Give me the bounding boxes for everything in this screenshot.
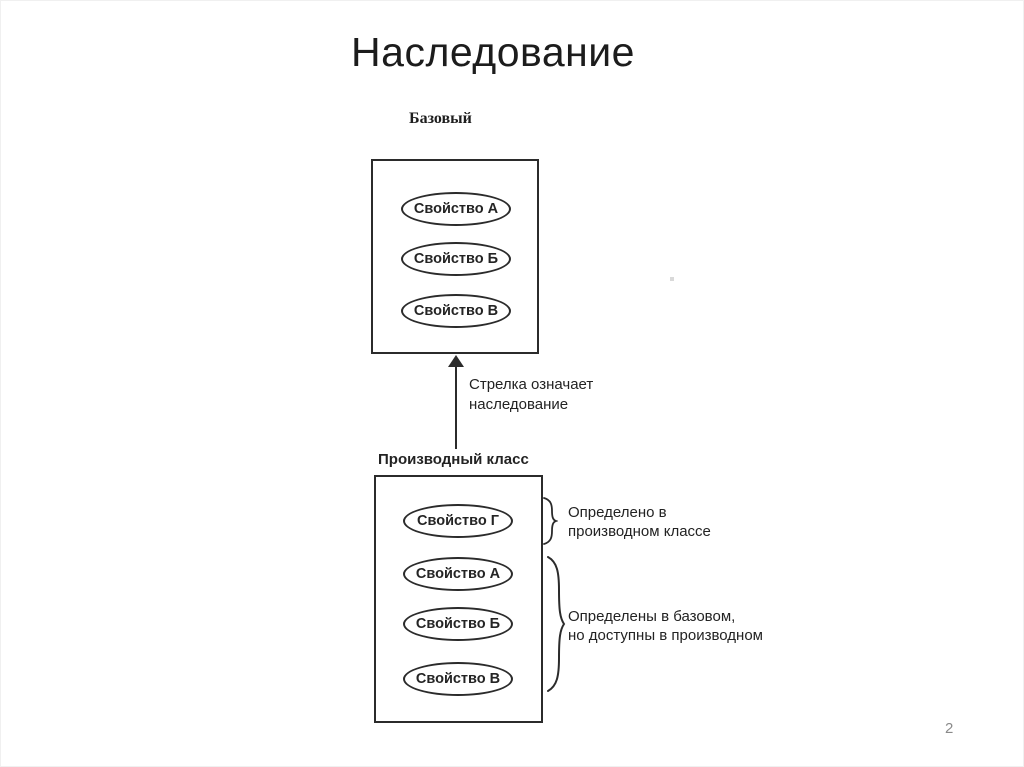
property-ellipse: Свойство Б bbox=[401, 242, 511, 276]
property-label: Свойство Б bbox=[415, 616, 501, 632]
annotation-base-defined: Определены в базовом, но доступны в прои… bbox=[568, 607, 763, 645]
page-title: Наследование bbox=[351, 29, 635, 75]
arrow-note-line2: наследование bbox=[469, 396, 569, 413]
annotation-line1: Определено в bbox=[568, 504, 667, 521]
property-label: Свойство В bbox=[413, 303, 499, 319]
scan-artifact-dot bbox=[670, 277, 674, 281]
derived-class-label: Производный класс bbox=[378, 451, 529, 468]
property-label: Свойство В bbox=[415, 671, 501, 687]
annotation-line2: но доступны в производном bbox=[568, 627, 763, 644]
property-ellipse: Свойство Г bbox=[403, 504, 513, 538]
property-label: Свойство А bbox=[415, 566, 501, 582]
property-ellipse: Свойство А bbox=[401, 192, 511, 226]
property-ellipse: Свойство В bbox=[401, 294, 511, 328]
base-class-label: Базовый bbox=[409, 110, 472, 127]
annotation-line1: Определены в базовом, bbox=[568, 608, 736, 625]
property-label: Свойство Г bbox=[417, 513, 499, 529]
property-label: Свойство Б bbox=[413, 251, 499, 267]
property-label: Свойство А bbox=[413, 201, 499, 217]
arrow-note-line1: Стрелка означает bbox=[469, 376, 594, 393]
inheritance-arrow-line bbox=[455, 365, 457, 449]
annotation-derived-defined: Определено в производном классе bbox=[568, 503, 711, 541]
inheritance-arrow-head-icon bbox=[448, 355, 464, 367]
brace-large-icon bbox=[547, 556, 566, 692]
annotation-line2: производном классе bbox=[568, 523, 711, 540]
arrow-note: Стрелка означает наследование bbox=[469, 375, 593, 415]
property-ellipse: Свойство Б bbox=[403, 607, 513, 641]
property-ellipse: Свойство А bbox=[403, 557, 513, 591]
page-number: 2 bbox=[945, 720, 954, 737]
property-ellipse: Свойство В bbox=[403, 662, 513, 696]
brace-small-icon bbox=[543, 497, 558, 545]
